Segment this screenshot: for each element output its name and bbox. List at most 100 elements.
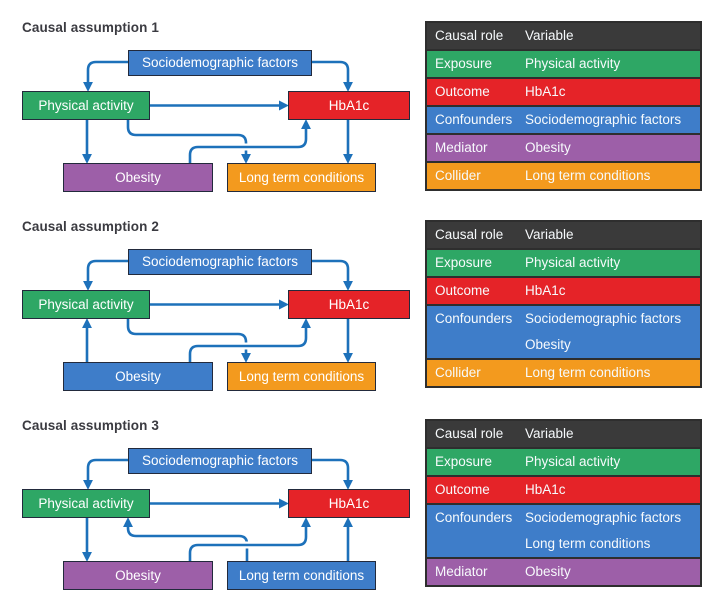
causal-role-header: Causal role	[435, 227, 504, 242]
edge-bridge	[186, 128, 310, 163]
variable-line: Long term conditions	[525, 536, 651, 551]
node-hba1c: HbA1c	[288, 290, 410, 319]
node-label: Physical activity	[38, 495, 134, 511]
node-hba1c: HbA1c	[288, 489, 410, 518]
dag-arrows	[82, 60, 353, 164]
node-label: HbA1c	[328, 97, 370, 113]
variable-line: HbA1c	[525, 283, 566, 298]
variable-cell: HbA1c	[525, 278, 700, 304]
variable-cell: Long term conditions	[525, 360, 700, 386]
table-row: Exposure Physical activity	[427, 447, 700, 475]
table-row: Collider Long term conditions	[427, 161, 700, 189]
causal-role-cell: Outcome	[435, 283, 490, 298]
causal-role-header: Causal role	[435, 28, 504, 43]
variable-cell: Physical activity	[525, 250, 700, 276]
node-pa: Physical activity	[22, 91, 150, 120]
edge-obesity-to-hba1c	[188, 119, 311, 163]
node-hba1c: HbA1c	[288, 91, 410, 120]
causal-role-cell: Mediator	[435, 140, 488, 155]
variable-header: Variable	[525, 28, 574, 43]
causal-role-cell: Collider	[435, 168, 481, 183]
table-header-row: Causal role Variable	[427, 23, 700, 49]
edge-sdf-to-hba1c	[312, 60, 353, 92]
node-ltc: Long term conditions	[227, 163, 376, 192]
node-label: Sociodemographic factors	[141, 55, 299, 71]
causal-assumption-section: Causal assumption 1 Causal role Variable…	[0, 0, 716, 199]
variable-cell: HbA1c	[525, 477, 700, 503]
variable-line: Sociodemographic factors	[525, 510, 682, 525]
variable-cell: Obesity	[525, 559, 700, 585]
table-header-row: Causal role Variable	[427, 222, 700, 248]
dag-arrows	[82, 259, 353, 363]
causal-role-cell: Exposure	[435, 255, 493, 270]
node-label: Sociodemographic factors	[141, 453, 299, 469]
causal-role-table: Causal role Variable Exposure Physical a…	[425, 220, 702, 388]
node-sdf: Sociodemographic factors	[128, 249, 312, 275]
table-header-row: Causal role Variable	[427, 421, 700, 447]
node-label: Obesity	[115, 368, 161, 384]
table-row: Collider Long term conditions	[427, 358, 700, 386]
variable-cell: Long term conditions	[525, 163, 700, 189]
table-row: Exposure Physical activity	[427, 248, 700, 276]
node-label: Sociodemographic factors	[141, 254, 299, 270]
variable-line: Obesity	[525, 337, 571, 352]
causal-role-cell: Collider	[435, 365, 481, 380]
causal-role-cell: Confounders	[435, 112, 513, 127]
variable-line: HbA1c	[525, 84, 566, 99]
variable-line: Sociodemographic factors	[525, 311, 682, 326]
causal-role-header: Causal role	[435, 426, 504, 441]
edge-pa-to-ltc	[126, 120, 251, 164]
node-label: HbA1c	[328, 296, 370, 312]
variable-header: Variable	[525, 426, 574, 441]
table-row: Outcome HbA1c	[427, 77, 700, 105]
causal-assumption-section: Causal assumption 2 Causal role Variable…	[0, 199, 716, 398]
causal-role-cell: Mediator	[435, 564, 488, 579]
node-obesity: Obesity	[63, 362, 213, 391]
variable-line: Long term conditions	[525, 365, 651, 380]
node-label: Obesity	[115, 169, 161, 185]
node-label: Long term conditions	[238, 368, 365, 384]
table-row: Mediator Obesity	[427, 133, 700, 161]
node-label: Long term conditions	[238, 169, 365, 185]
variable-line: Physical activity	[525, 56, 621, 71]
variable-line: Obesity	[525, 140, 571, 155]
edge-sdf-to-hba1c	[312, 458, 353, 490]
causal-assumption-section: Causal assumption 3 Causal role Variable…	[0, 398, 716, 597]
causal-role-cell: Outcome	[435, 482, 490, 497]
causal-role-table: Causal role Variable Exposure Physical a…	[425, 21, 702, 191]
variable-line: Obesity	[525, 564, 571, 579]
node-label: Physical activity	[38, 97, 134, 113]
node-ltc: Long term conditions	[227, 362, 376, 391]
edge-obesity-to-hba1c	[188, 318, 311, 362]
node-label: Obesity	[115, 567, 161, 583]
section-title: Causal assumption 3	[22, 418, 159, 433]
variable-line: Physical activity	[525, 255, 621, 270]
variable-line: Physical activity	[525, 454, 621, 469]
node-ltc: Long term conditions	[227, 561, 376, 590]
node-obesity: Obesity	[63, 163, 213, 192]
dag-arrows	[82, 458, 353, 562]
edge-obesity-to-hba1c	[188, 517, 311, 561]
edge-sdf-to-pa	[83, 458, 128, 490]
node-label: Long term conditions	[238, 567, 365, 583]
table-row: Mediator Obesity	[427, 557, 700, 585]
table-row: Outcome HbA1c	[427, 475, 700, 503]
section-title: Causal assumption 2	[22, 219, 159, 234]
causal-role-cell: Outcome	[435, 84, 490, 99]
variable-line: HbA1c	[525, 482, 566, 497]
variable-cell: Physical activity	[525, 449, 700, 475]
variable-line: Long term conditions	[525, 168, 651, 183]
edge-sdf-to-hba1c	[312, 259, 353, 291]
node-obesity: Obesity	[63, 561, 213, 590]
edge-ltc-to-pa	[123, 517, 249, 561]
causal-role-cell: Confounders	[435, 510, 513, 525]
variable-cell: HbA1c	[525, 79, 700, 105]
node-sdf: Sociodemographic factors	[128, 50, 312, 76]
causal-role-table: Causal role Variable Exposure Physical a…	[425, 419, 702, 587]
edge-pa-to-ltc	[126, 319, 251, 363]
variable-line: Sociodemographic factors	[525, 112, 682, 127]
